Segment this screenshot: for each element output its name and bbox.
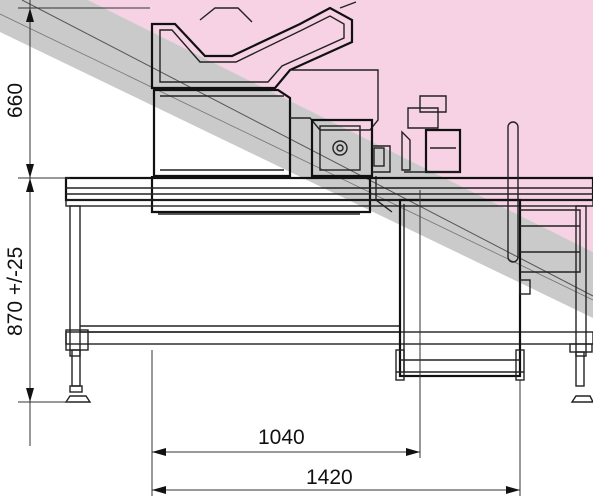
handle-bar — [507, 121, 519, 263]
band-edge-line-2 — [0, 13, 593, 301]
machine-head — [150, 1, 462, 215]
background-bands — [0, 0, 593, 318]
band-edge-line — [21, 0, 593, 297]
right-leg — [575, 205, 587, 357]
dim-upper-height: 660 — [4, 83, 27, 118]
gray-band — [0, 0, 593, 318]
dim-inner-width: 1040 — [258, 426, 305, 449]
dim-outer-width: 1420 — [306, 466, 353, 489]
dimension-lines — [18, 0, 521, 496]
dim-table-height: 870 +/-25 — [4, 247, 27, 336]
left-leg — [69, 205, 81, 357]
table-frame — [64, 121, 593, 403]
